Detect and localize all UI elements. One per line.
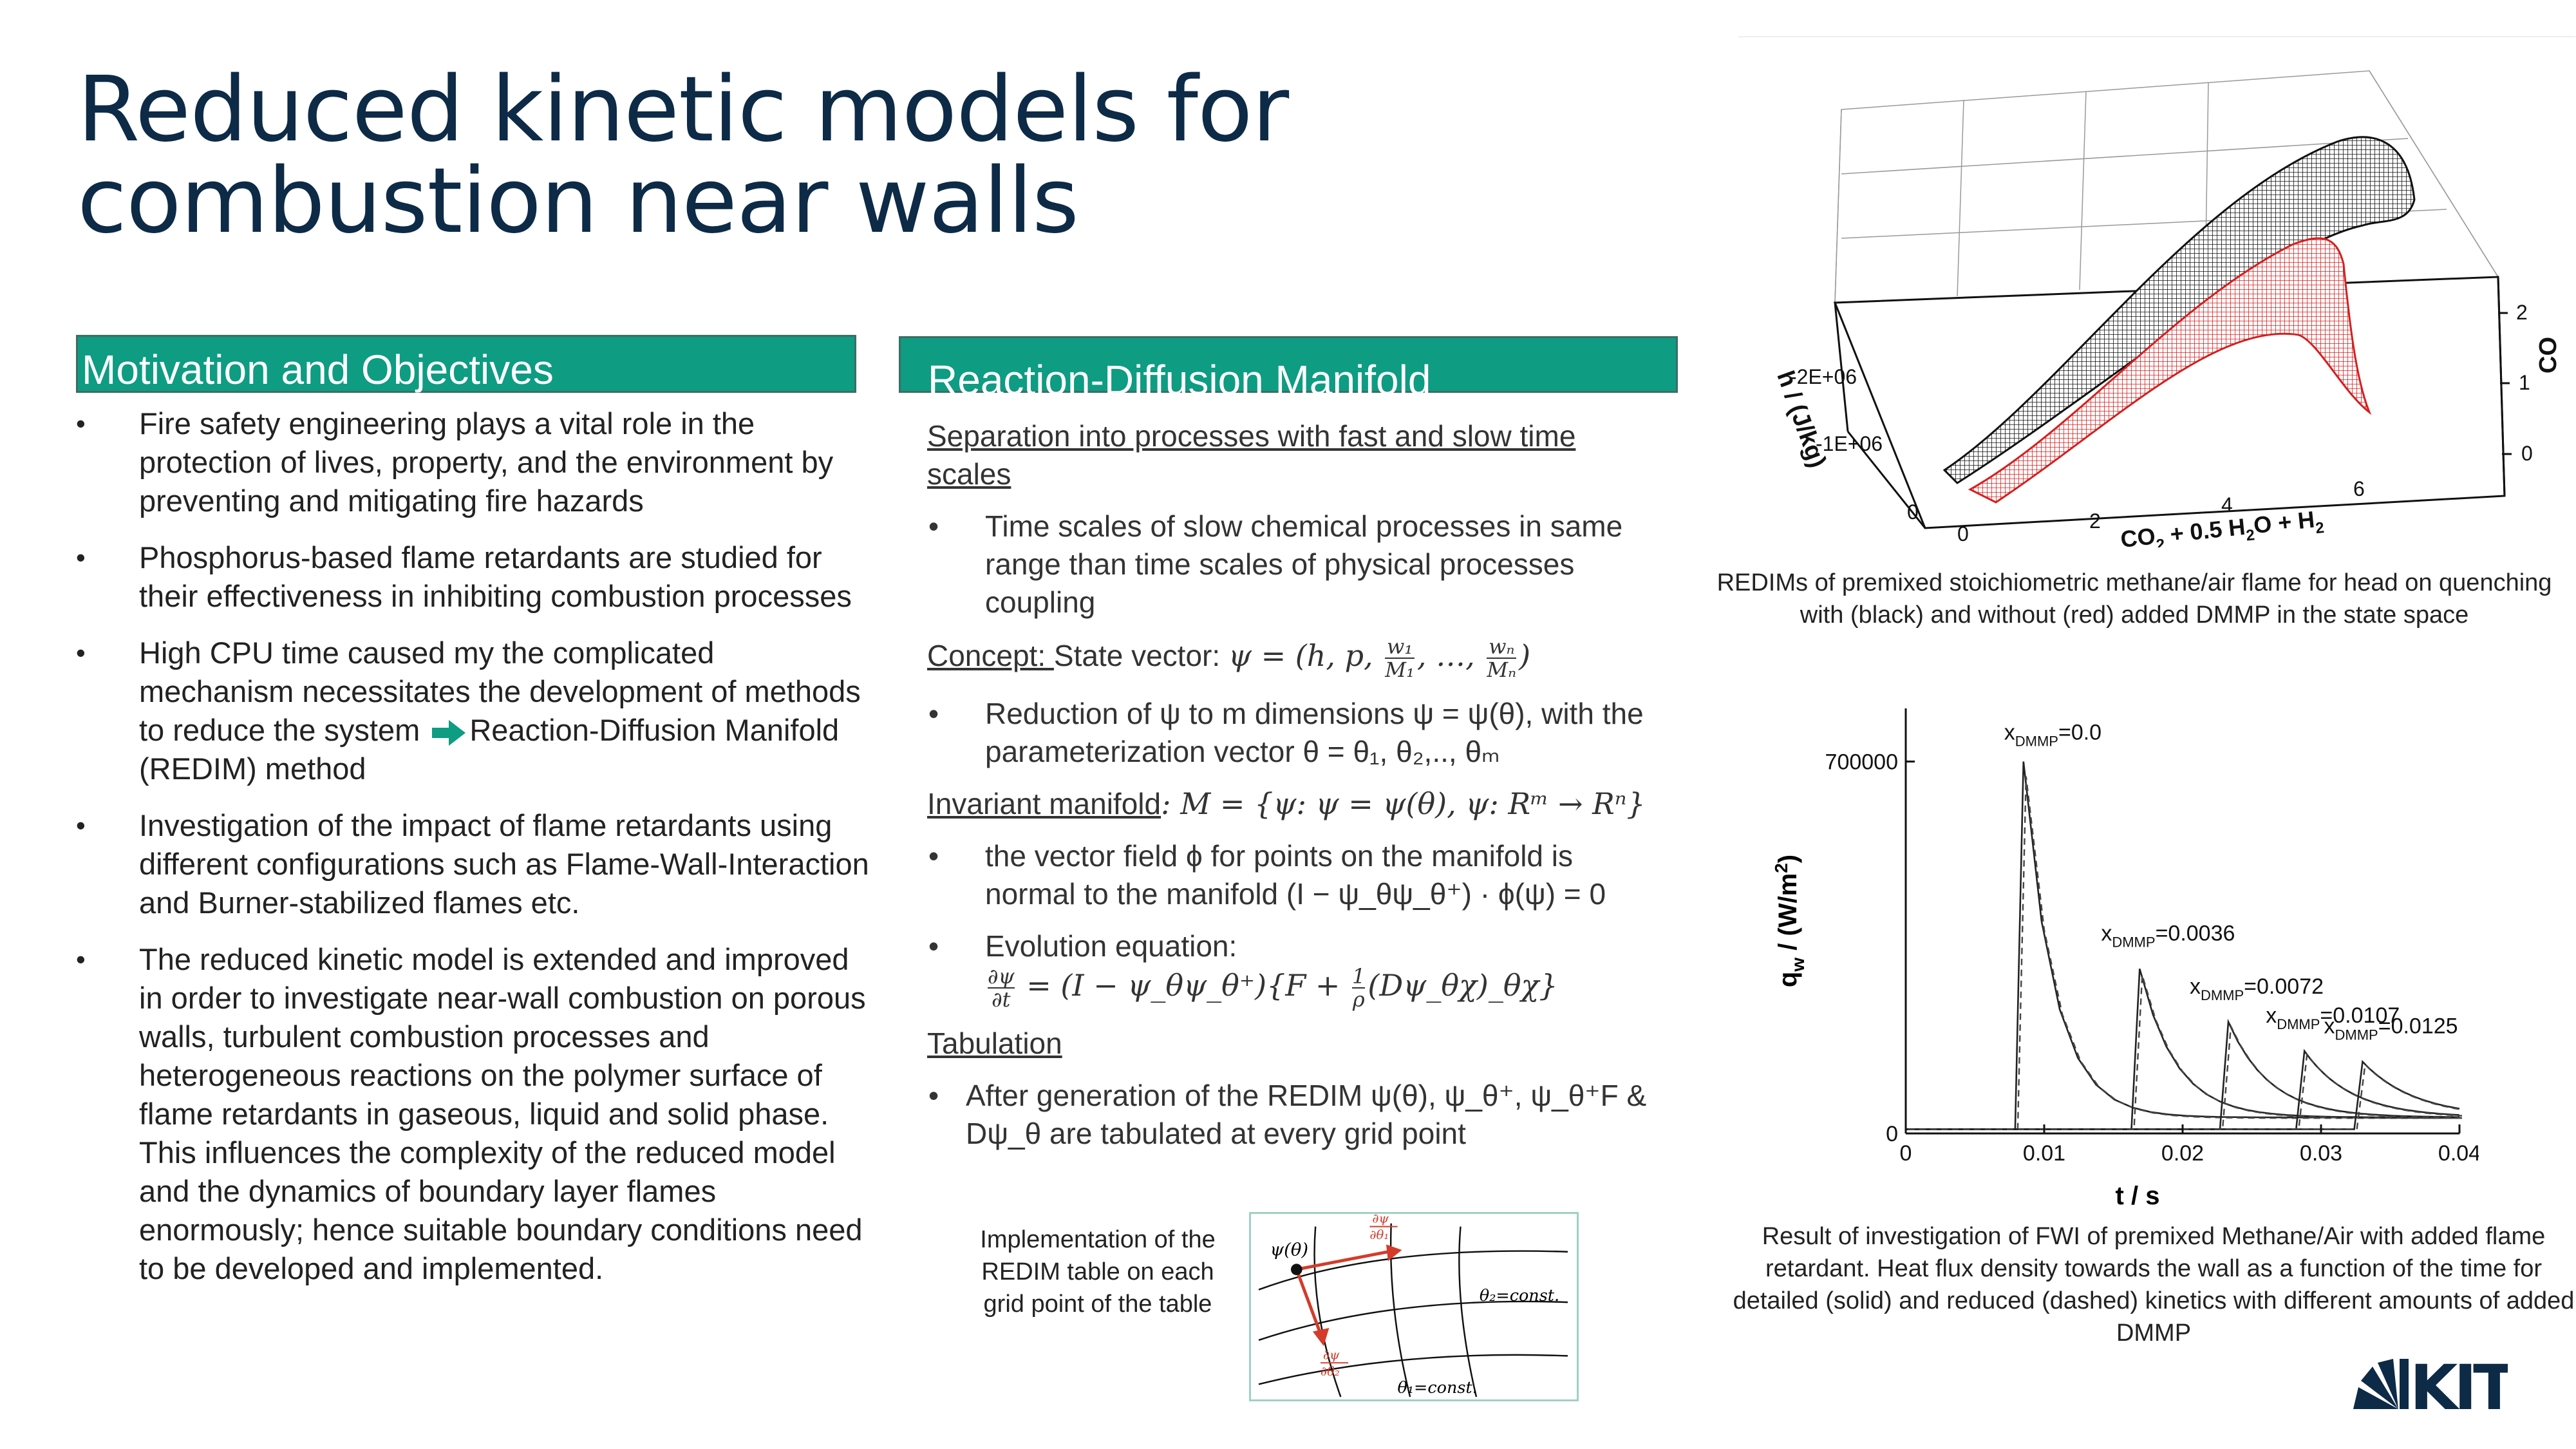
tangent-arrow xyxy=(1296,1250,1389,1271)
grid-point xyxy=(1290,1264,1302,1276)
x-tick-label: 0.01 xyxy=(2023,1141,2065,1166)
list-item: •Phosphorus-based flame retardants are s… xyxy=(76,540,852,613)
grid-point-figure: ψ(θ) ∂ψ ∂θ₁ ∂ψ ∂θ₂ θ₂=const. θ₁=const. xyxy=(1249,1212,1579,1401)
y-tick-label: 700000 xyxy=(1825,750,1898,775)
ytick: -1E+06 xyxy=(1816,432,1883,455)
invariant-line: Invariant manifold: M = {ψ: ψ = ψ(θ), ψ:… xyxy=(927,786,1646,821)
figure-caption-1: REDIMs of premixed stoichiometric methan… xyxy=(1716,569,2552,629)
list-item: •High CPU time caused my the complicated… xyxy=(76,636,861,786)
list-item: •Fire safety engineering plays a vital r… xyxy=(76,406,834,518)
ytick: 0 xyxy=(1907,500,1919,524)
list-item: •Time scales of slow chemical processes … xyxy=(928,509,1623,619)
series-line-dashed xyxy=(1908,1023,2463,1130)
series-label: xDMMP=0.0072 xyxy=(2190,974,2324,1003)
arrow-head xyxy=(1312,1327,1330,1347)
d1-num: ∂ψ xyxy=(1372,1212,1389,1226)
motivation-heading: Motivation and Objectives xyxy=(76,335,856,393)
rdm-heading: Reaction-Diffusion Manifold xyxy=(899,336,1678,403)
series-line-dashed xyxy=(1908,1063,2463,1130)
series-label: xDMMP=0.0107 xyxy=(2266,1003,2400,1032)
y-axis-label: qw / (W/m2) xyxy=(1771,855,1808,987)
ytick: -2E+06 xyxy=(1790,365,1857,388)
list-item: •Investigation of the impact of flame re… xyxy=(76,808,869,920)
series-line-solid xyxy=(1906,968,2459,1130)
logo-text: KIT xyxy=(2410,1355,2508,1413)
list-item: •After generation of the REDIM ψ(θ), ψ_θ… xyxy=(928,1079,1647,1150)
d1-den: ∂θ₁ xyxy=(1369,1227,1389,1242)
list-item: •Evolution equation: ∂ψ∂t = (I − ψ_θψ_θ⁺… xyxy=(928,929,1558,1012)
arrow-right-icon xyxy=(432,719,466,746)
grid-line xyxy=(1389,1223,1411,1397)
arrow-head xyxy=(1386,1244,1402,1262)
ztick: 0 xyxy=(2521,442,2533,465)
rdm-content: Separation into processes with fast and … xyxy=(927,417,1668,1167)
series-line-dashed xyxy=(1908,975,2462,1130)
xtick: 0 xyxy=(1957,522,1969,545)
x-tick-label: 0.02 xyxy=(2161,1141,2204,1166)
motivation-list: •Fire safety engineering plays a vital r… xyxy=(71,404,869,1306)
red-surface xyxy=(1968,237,2372,504)
grid-line xyxy=(1458,1226,1478,1397)
page-title: Reduced kinetic models for combustion ne… xyxy=(77,57,1289,254)
top-rule xyxy=(1738,36,2575,37)
xtick: 6 xyxy=(2353,477,2365,500)
x-tick-label: 0 xyxy=(1900,1141,1912,1166)
tabulation-heading: Tabulation xyxy=(927,1027,1062,1060)
xlabel: CO2 + 0.5 H2O + H2 xyxy=(2120,505,2326,547)
grid-line xyxy=(1258,1354,1568,1385)
grid-line xyxy=(1258,1250,1568,1291)
heat-flux-chart: 0 0.01 0.02 0.03 0.04 0 700000 xDMMP=0.0 xDMMP=… xyxy=(1771,708,2479,1210)
series-label: xDMMP=0.0 xyxy=(2004,721,2101,750)
tangent-arrow xyxy=(1295,1269,1322,1334)
xtick: 2 xyxy=(2089,509,2101,533)
ztick: 1 xyxy=(2519,371,2530,394)
list-item: •the vector field ϕ for points on the ma… xyxy=(928,839,1606,911)
series-label: xDMMP=0.0125 xyxy=(2324,1014,2458,1043)
grid-line xyxy=(1258,1300,1568,1341)
zlabel: CO xyxy=(2535,337,2562,374)
grid-line xyxy=(1313,1226,1342,1397)
implementation-caption: Implementation of the REDIM table on eac… xyxy=(980,1226,1216,1318)
theta2-label: θ₂=const. xyxy=(1480,1286,1559,1305)
y-tick-label: 0 xyxy=(1886,1122,1898,1146)
x-tick-label: 0.04 xyxy=(2438,1141,2479,1166)
ztick: 2 xyxy=(2516,301,2528,324)
list-item: •The reduced kinetic model is extended a… xyxy=(76,942,866,1285)
list-item: •Reduction of ψ to m dimensions ψ = ψ(θ)… xyxy=(928,697,1644,768)
theta1-label: θ₁=const. xyxy=(1398,1378,1478,1397)
separation-heading: Separation into processes with fast and … xyxy=(927,419,1576,491)
redim-3d-figure: h / (J/kg) -2E+06 -1E+06 0 0 2 4 6 CO2 +… xyxy=(1771,70,2562,547)
figure-caption-2: Result of investigation of FWI of premix… xyxy=(1733,1223,2575,1347)
x-tick-label: 0.03 xyxy=(2300,1141,2342,1166)
kit-logo: KIT xyxy=(2353,1355,2508,1413)
psi-label: ψ(θ) xyxy=(1270,1240,1308,1260)
xtick: 4 xyxy=(2221,493,2233,516)
d2-den: ∂θ₂ xyxy=(1321,1364,1340,1379)
series-label: xDMMP=0.0036 xyxy=(2101,921,2235,950)
d2-num: ∂ψ xyxy=(1323,1347,1340,1362)
x-axis-label: t / s xyxy=(2116,1182,2160,1210)
